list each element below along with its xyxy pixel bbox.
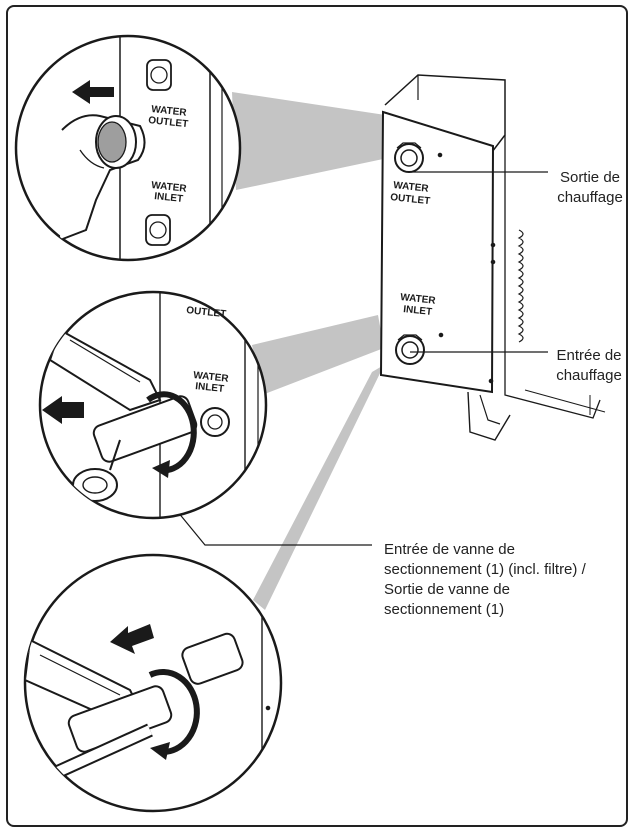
detail-install-valve: OUTLET WATER INLET — [38, 290, 268, 520]
callout-valve-line2: sectionnement (1) (incl. filtre) / — [384, 561, 586, 578]
callout-valve-line3: Sortie de vanne de — [384, 581, 510, 598]
callout-heating-outlet: Sortie de chauffage — [552, 168, 628, 208]
panel-outlet-label-1: WATER — [393, 180, 430, 195]
detail2-outlet-label: OUTLET — [186, 305, 227, 320]
callout-shutoff-valve: Entrée de vanne de sectionnement (1) (in… — [384, 540, 624, 620]
callout-valve-line4: sectionnement (1) — [384, 601, 505, 618]
panel-inlet-label-2: INLET — [403, 304, 433, 318]
panel-outlet-label-2: OUTLET — [390, 192, 431, 207]
detail-tighten-valve — [23, 553, 283, 813]
zoom-cone-1 — [232, 92, 388, 190]
detail2-inlet-label-2: INLET — [195, 381, 225, 395]
detail-remove-cap: WATER OUTLET WATER INLET — [14, 34, 242, 262]
callout-valve-line1: Entrée de vanne de — [384, 541, 515, 558]
detail2-inlet-label-1: WATER — [193, 370, 230, 385]
detail1-outlet-label-1: WATER — [151, 104, 188, 119]
zoom-cone-2 — [252, 315, 384, 395]
callout-heating-inlet-line1: Entrée de — [556, 347, 622, 364]
callout-heating-outlet-line2: chauffage — [557, 189, 623, 206]
zoom-cone-3 — [253, 365, 384, 610]
detail1-inlet-label-1: WATER — [151, 180, 188, 195]
callout-heating-inlet: Entrée de chauffage — [551, 346, 627, 386]
outdoor-unit-panel — [379, 74, 606, 441]
panel-inlet-label-1: WATER — [400, 292, 437, 307]
callout-heating-outlet-line1: Sortie de — [559, 169, 621, 186]
callout-heating-inlet-line2: chauffage — [556, 367, 622, 384]
detail1-inlet-label-2: INLET — [154, 191, 184, 205]
detail1-outlet-label-2: OUTLET — [148, 115, 189, 130]
panel-labels: WATER OUTLET WATER INLET — [390, 180, 437, 318]
